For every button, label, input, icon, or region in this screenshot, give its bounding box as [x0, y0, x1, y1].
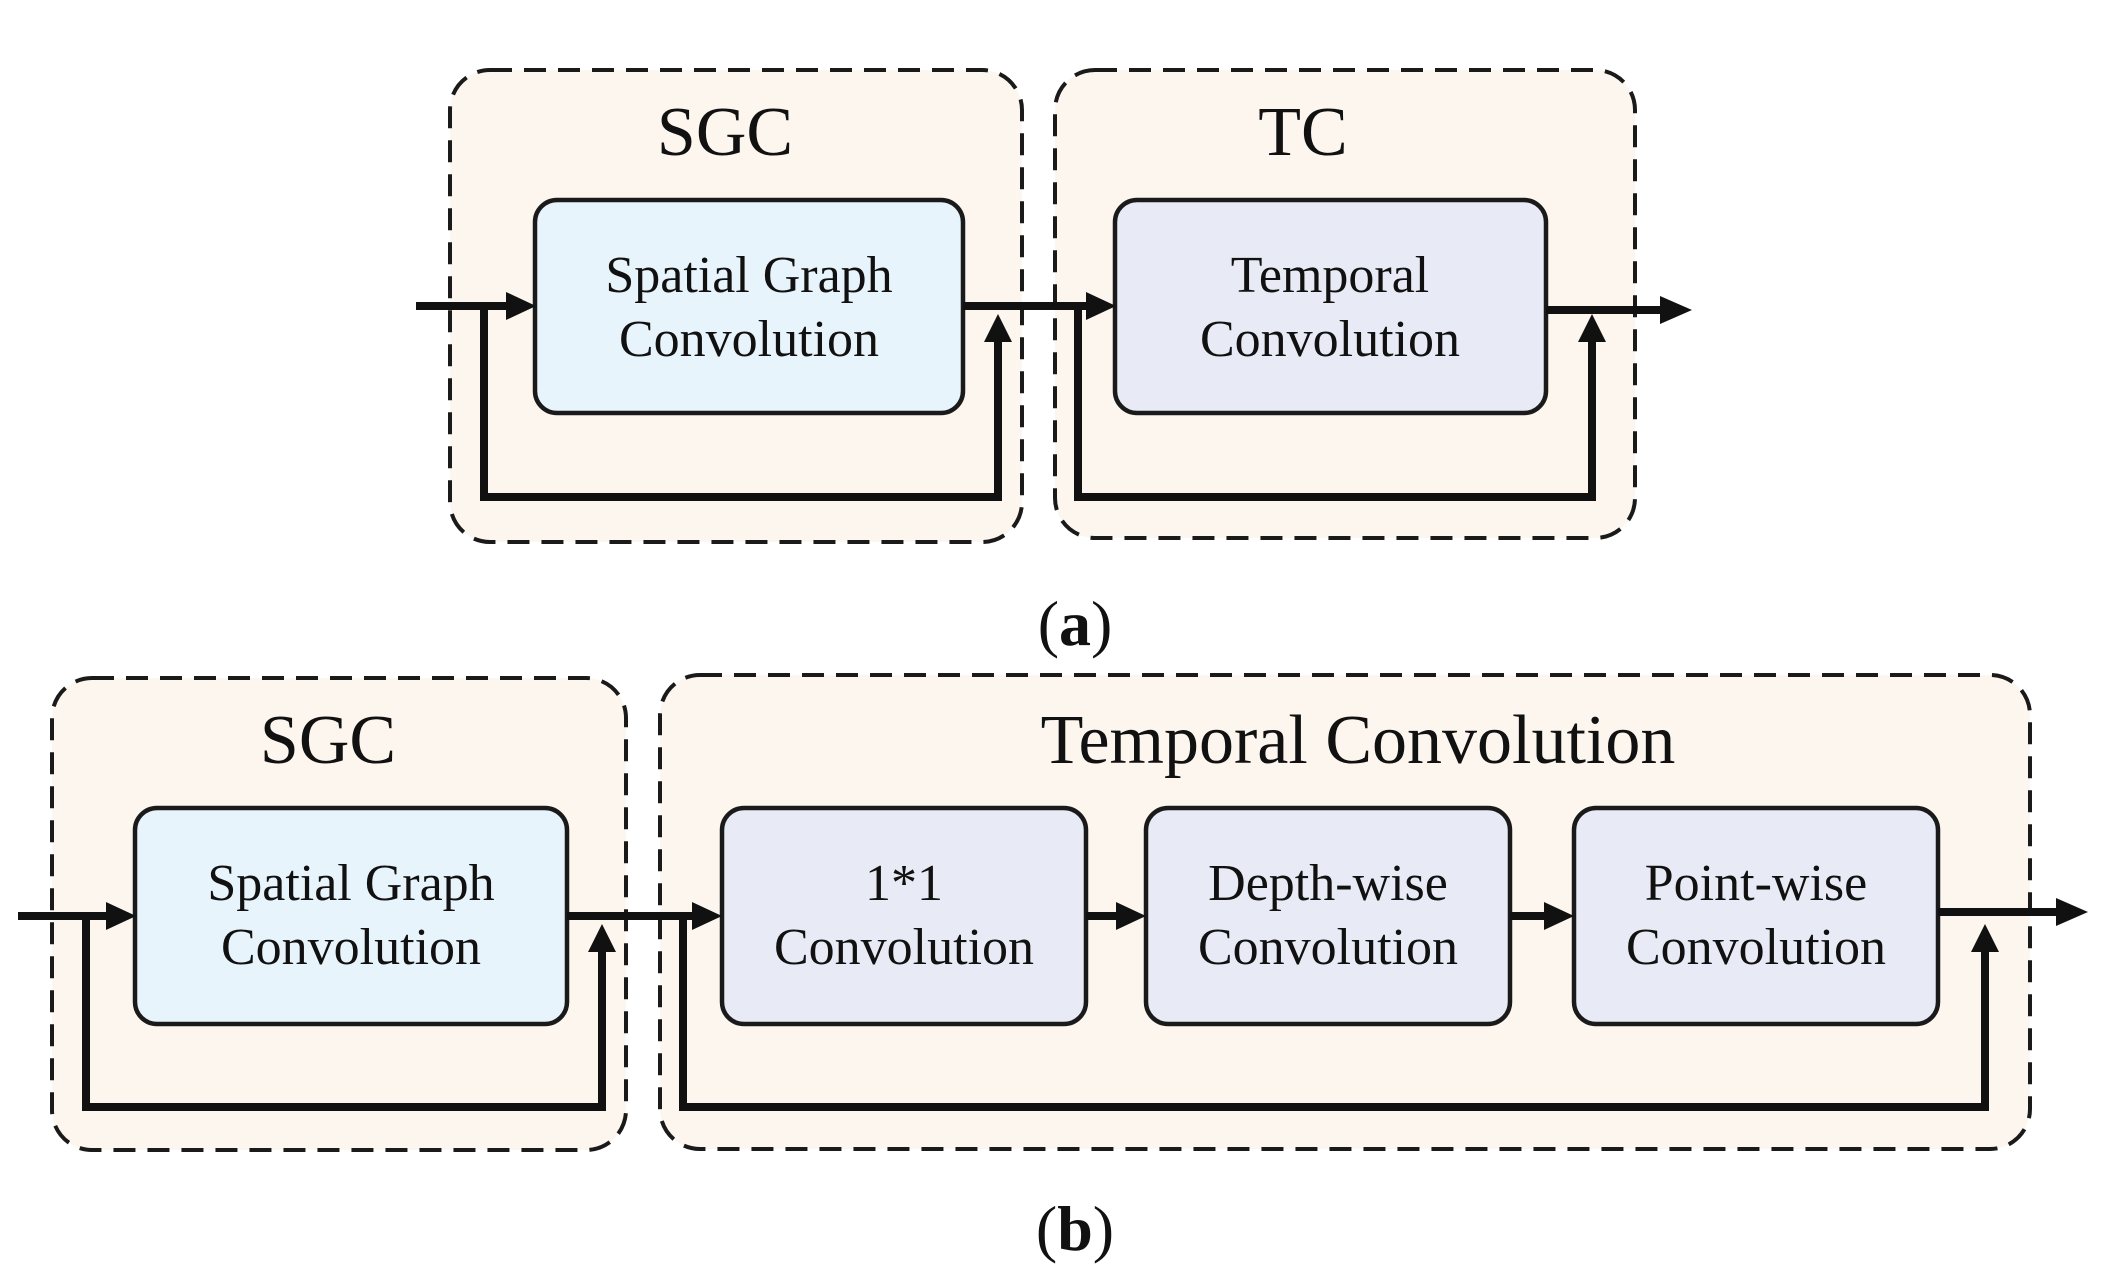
- sgc-skip-wire-a: [480, 306, 1002, 501]
- temporal-conv-label-2-a: Convolution: [1200, 311, 1460, 368]
- conv-1x1-label-2-b: Convolution: [774, 919, 1034, 976]
- sgc-title-a: SGC: [657, 94, 793, 171]
- sgc-skip-arrow-a: [984, 314, 1012, 342]
- input-arrow-b: [106, 902, 136, 930]
- spatial-graph-conv-node-a: [532, 197, 966, 416]
- caption-b: (b): [1036, 1193, 1114, 1264]
- tc-skip-wire-a: [1074, 306, 1596, 501]
- depthwise-conv-label-1-b: Depth-wise: [1208, 855, 1448, 912]
- depthwise-conv-label-2-b: Convolution: [1198, 919, 1458, 976]
- sgc-skip-wire-b: [82, 916, 606, 1111]
- sgc-skip-arrow-b: [588, 924, 616, 952]
- conv1x1-to-depthwise-arrow-b: [1116, 902, 1146, 930]
- tc-title-a: TC: [1258, 94, 1347, 171]
- caption-a-letter: a: [1059, 588, 1091, 659]
- spatial-graph-conv-node-b: [132, 805, 570, 1027]
- sgc-to-tc-arrow-b: [692, 902, 722, 930]
- conv-1x1-label-1-b: 1*1: [865, 855, 943, 912]
- spatial-graph-conv-label-2-a: Convolution: [619, 311, 879, 368]
- spatial-graph-conv-label-1-b: Spatial Graph: [207, 855, 494, 912]
- output-arrow-a: [1660, 296, 1692, 324]
- panel-a: SGC TC Spatial Graph Convolution Tempora…: [416, 68, 1692, 659]
- tc-skip-arrow-a: [1578, 314, 1606, 342]
- pointwise-conv-node-b: [1571, 805, 1941, 1027]
- tc-skip-arrow-b: [1971, 924, 1999, 952]
- input-arrow-a: [506, 292, 536, 320]
- spatial-graph-conv-label-1-a: Spatial Graph: [605, 247, 892, 304]
- pointwise-conv-label-2-b: Convolution: [1626, 919, 1886, 976]
- caption-a: (a): [1038, 588, 1113, 659]
- panel-b: SGC Temporal Convolution Spatial Graph C…: [18, 673, 2088, 1264]
- tc-skip-wire-b: [679, 916, 1989, 1111]
- tc-title-b: Temporal Convolution: [1041, 702, 1676, 779]
- output-arrow-b: [2056, 898, 2088, 926]
- pointwise-conv-label-1-b: Point-wise: [1645, 855, 1867, 912]
- temporal-conv-node-a: [1112, 197, 1549, 416]
- caption-b-letter: b: [1057, 1193, 1093, 1264]
- spatial-graph-conv-label-2-b: Convolution: [221, 919, 481, 976]
- sgc-title-b: SGC: [260, 702, 396, 779]
- temporal-conv-label-1-a: Temporal: [1231, 247, 1430, 304]
- conv-1x1-node-b: [719, 805, 1089, 1027]
- depthwise-conv-node-b: [1143, 805, 1513, 1027]
- depthwise-to-pointwise-arrow-b: [1544, 902, 1574, 930]
- sgc-to-tc-arrow-a: [1086, 292, 1116, 320]
